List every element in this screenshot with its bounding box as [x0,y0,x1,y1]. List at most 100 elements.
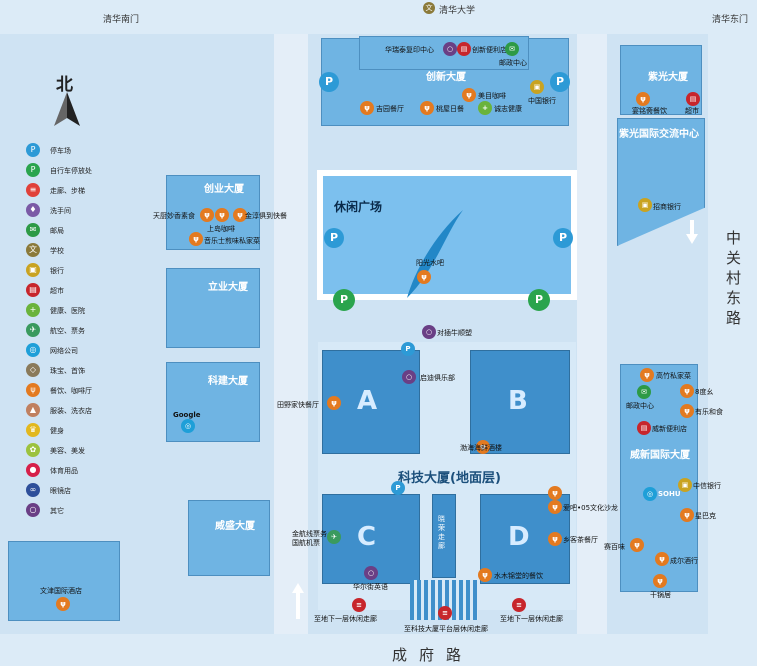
bank-icon: ▣ [638,198,652,212]
inner-road-white [274,34,308,634]
store-icon: ▤ [637,421,651,435]
label-jixiang: 吉园餐厅 [376,105,404,113]
food-icon: ψ [680,404,694,418]
label-tianye: 田野家快餐厅 [277,401,319,409]
label-huaerjie: 华尔街英语 [353,583,388,591]
food-icon: ψ [630,538,644,552]
legend-item-label: 洗手间 [50,207,71,215]
market-icon: ▤ [26,283,40,297]
food-icon: ψ [26,383,40,397]
innovation-building-title: 创新大厦 [426,72,466,83]
label-youle: 有乐和食 [695,408,723,416]
legend-item-label: 网络公司 [50,347,78,355]
stairs-icon: ≡ [26,183,40,197]
north-label: 北 [56,75,73,95]
food-icon: ψ [200,208,214,222]
food-icon: ψ [653,574,667,588]
food-icon: ψ [548,532,562,546]
water-feature [407,210,463,298]
legend-item-label: 服装、洗衣店 [50,407,92,415]
road-label-chengfu: 成府路 [392,646,474,664]
label-banyuan: 8度幺 [695,388,714,396]
food-icon: ψ [215,208,229,222]
airline-icon: ✈ [327,530,341,544]
other-icon: ○ [26,503,40,517]
label-bohai: 渤海海鲜酒楼 [460,444,502,452]
legend-item-label: 健康、医院 [50,307,85,315]
stairs-icon[interactable]: ≡ [352,598,366,612]
sculpture-icon: ○ [422,325,436,339]
label-aiba: 爱吧•05文化沙龙 [563,504,619,512]
label-weixin-store: 威新便利店 [652,425,687,433]
food-icon: ψ [478,568,492,582]
corridor [432,494,456,578]
parking-icon[interactable]: P [391,481,405,495]
food-icon: ψ [680,384,694,398]
food-icon: ψ [680,508,694,522]
kejian-title: 科建大厦 [208,376,248,387]
label-jinhang: 金航线票务国航机票 [292,530,327,547]
chuangye-title: 创业大厦 [204,184,244,195]
building-a-letter: A [357,386,378,416]
english-icon: ○ [364,566,378,580]
legend-item-label: 超市 [50,287,64,295]
parking-icon[interactable]: P [550,72,570,92]
legend-item-label: 餐饮、咖啡厅 [50,387,92,395]
label-shangdao: 上岛咖啡 [207,225,235,233]
health-icon: + [26,303,40,317]
legend-item-label: 走廊、步梯 [50,187,85,195]
stairs-icon[interactable]: ≡ [438,606,452,620]
parking-icon[interactable]: P [553,228,573,248]
label-bank-china: 中国银行 [528,97,556,105]
label-yaoming: 宴铭斋餐饮 [632,107,667,115]
bike-parking-icon[interactable]: P [333,289,355,311]
label-tianchu: 天厨妙香素食 [153,212,195,220]
food-icon: ψ [655,552,669,566]
parking-icon[interactable]: P [401,342,415,356]
label-post1: 邮政中心 [499,59,527,67]
label-starbucks: 星巴克 [695,512,716,520]
network-icon: ◎ [181,419,195,433]
legend-item-label: 自行车停放处 [50,167,92,175]
ziguang-building [620,45,702,115]
weisheng-title: 威盛大厦 [215,521,255,532]
parking-icon[interactable]: P [324,228,344,248]
legend-item-label: 邮局 [50,227,64,235]
bike-icon: P [26,163,40,177]
east-road [708,30,757,666]
health-icon: + [478,101,492,115]
label-chaoshi: 超市 [685,107,699,115]
road-label-zhongguancun: 中关村东路 [726,229,742,327]
post-icon: ✉ [505,42,519,56]
arrow-up-icon [292,583,304,619]
bank-icon: ▣ [26,263,40,277]
legend-item-label: 眼镜店 [50,487,71,495]
north-arrow-icon [54,92,80,126]
glasses-icon: ∞ [26,483,40,497]
legend-item-label: 停车场 [50,147,71,155]
air-icon: ✈ [26,323,40,337]
label-wenjin: 文津国际酒店 [40,587,82,595]
bike-parking-icon[interactable]: P [528,289,550,311]
stairs-icon[interactable]: ≡ [512,598,526,612]
university-icon: 文 [423,2,435,14]
post-icon: ✉ [637,385,651,399]
road-label-east-gate: 清华东门 [712,15,749,25]
food-icon: ψ [327,396,341,410]
food-icon: ψ [476,440,490,454]
south-road [0,634,757,666]
parking-icon[interactable]: P [319,72,339,92]
legend-item-label: 美容、美发 [50,447,85,455]
inner-road-white-2 [577,34,607,634]
label-under-mid: 至科技大厦平台层休闲走廊 [404,625,488,633]
legend-item-label: 航空、票务 [50,327,85,335]
label-corridor: 晓荣走廊 [438,515,445,550]
laundry-icon: ▲ [26,403,40,417]
building-c-letter: C [357,522,377,552]
market-icon: ▤ [686,92,700,106]
wc-icon: ♦ [26,203,40,217]
network-icon: ◎ [643,487,657,501]
label-xiangke: 乡客茶餐厅 [563,536,598,544]
beauty-icon: ✿ [26,443,40,457]
